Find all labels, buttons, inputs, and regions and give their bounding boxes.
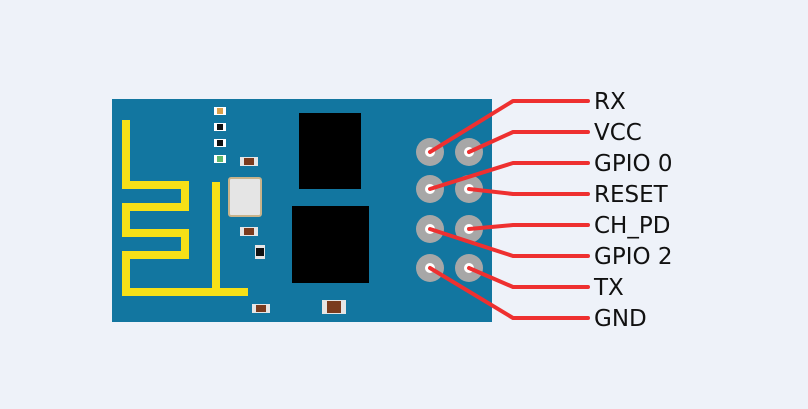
pin-wires xyxy=(428,99,590,320)
label-gpio2: GPIO 2 xyxy=(594,244,673,270)
wire-tx xyxy=(467,266,590,289)
label-gnd: GND xyxy=(594,306,647,332)
flash-memory-chip xyxy=(299,113,361,189)
esp8266-soc-chip xyxy=(292,206,369,283)
label-rx: RX xyxy=(594,89,626,115)
label-gpio0: GPIO 0 xyxy=(594,151,673,177)
wire-gpio0 xyxy=(428,161,590,191)
wire-ch-pd xyxy=(467,223,590,231)
wire-gpio2 xyxy=(428,227,590,258)
wire-gnd xyxy=(428,266,590,320)
label-vcc: VCC xyxy=(594,120,642,146)
label-ch-pd: CH_PD xyxy=(594,213,670,239)
status-leds xyxy=(214,107,226,163)
label-reset: RESET xyxy=(594,182,669,208)
smd-components xyxy=(240,157,346,314)
pcb-antenna-icon xyxy=(122,120,248,296)
pin-labels: RX VCC GPIO 0 RESET CH_PD GPIO 2 TX GND xyxy=(593,89,673,332)
wire-vcc xyxy=(467,130,590,154)
crystal-oscillator xyxy=(228,177,262,217)
wire-reset xyxy=(467,187,590,196)
wire-rx xyxy=(428,99,590,154)
label-tx: TX xyxy=(593,275,624,301)
